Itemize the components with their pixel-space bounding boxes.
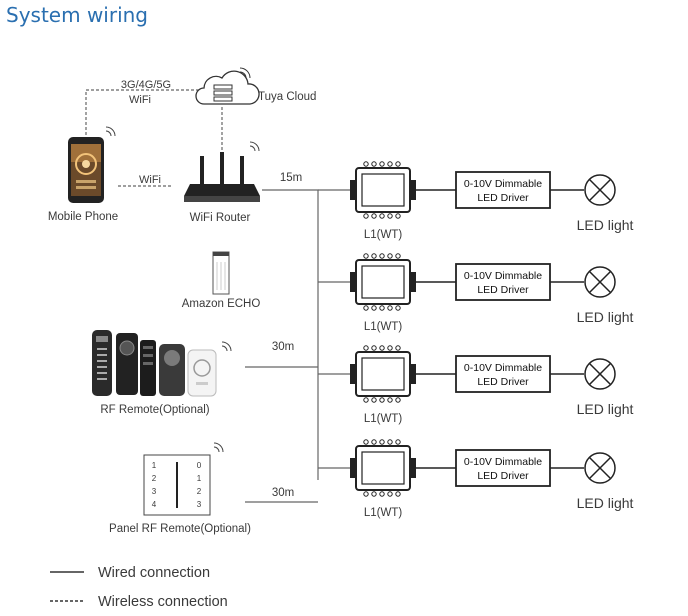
- led-driver-label-line2: LED Driver: [477, 284, 529, 296]
- panel-left-digit: 1: [152, 461, 157, 470]
- wifi-router-icon: [184, 141, 260, 202]
- cloud-icon: [195, 67, 260, 105]
- mobile-phone-label: Mobile Phone: [48, 211, 118, 223]
- led-driver-label-line2: LED Driver: [477, 192, 529, 204]
- led-light-label: LED light: [577, 401, 634, 417]
- controller-label: L1(WT): [364, 507, 403, 519]
- wired-bus: [262, 189, 319, 480]
- controller-label: L1(WT): [364, 413, 403, 425]
- led-driver-label-line1: 0-10V Dimmable: [464, 456, 542, 468]
- controller-icon: [350, 439, 416, 497]
- led-light-label: LED light: [577, 217, 634, 233]
- led-light-icon: [584, 358, 616, 390]
- controller-icon: [350, 253, 416, 311]
- led-driver-box: [455, 171, 551, 209]
- panel-right-digit: 0: [197, 461, 202, 470]
- panel-right-digit: 2: [197, 487, 202, 496]
- panel-left-digit: 2: [152, 474, 157, 483]
- led-driver-label-line2: LED Driver: [477, 376, 529, 388]
- led-light-icon: [584, 266, 616, 298]
- controller-label: L1(WT): [364, 321, 403, 333]
- panel-rf-remote-icon: [143, 442, 224, 516]
- phone-cloud-wireless-link: [85, 89, 208, 135]
- controller-label: L1(WT): [364, 229, 403, 241]
- rf-distance-label: 30m: [272, 341, 294, 353]
- controller-icon: [350, 345, 416, 403]
- led-driver-label-line1: 0-10V Dimmable: [464, 178, 542, 190]
- led-driver-label-line1: 0-10V Dimmable: [464, 270, 542, 282]
- wifi-router-label: WiFi Router: [190, 212, 251, 224]
- page-title: System wiring: [6, 3, 148, 27]
- amazon-echo-label: Amazon ECHO: [182, 298, 261, 310]
- led-driver-label-line2: LED Driver: [477, 470, 529, 482]
- led-driver-label-line1: 0-10V Dimmable: [464, 362, 542, 374]
- wifi-cloud-label: WiFi: [129, 94, 151, 106]
- panel-left-digit: 4: [152, 500, 157, 509]
- legend-wired-label: Wired connection: [98, 565, 210, 581]
- controller-icon: [350, 161, 416, 219]
- router-distance-label: 15m: [280, 172, 302, 184]
- rf-remote-label: RF Remote(Optional): [100, 404, 209, 416]
- led-light-icon: [584, 174, 616, 206]
- cloud-label: Tuya Cloud: [258, 91, 316, 103]
- led-light-icon: [584, 452, 616, 484]
- panel-distance-label: 30m: [272, 487, 294, 499]
- led-light-label: LED light: [577, 495, 634, 511]
- wifi-router-label: WiFi: [139, 174, 161, 186]
- panel-right-digit: 3: [197, 500, 202, 509]
- led-light-label: LED light: [577, 309, 634, 325]
- led-driver-box: [455, 449, 551, 487]
- cellular-label: 3G/4G/5G: [121, 79, 171, 91]
- panel-left-digit: 3: [152, 487, 157, 496]
- panel-right-digit: 1: [197, 474, 202, 483]
- led-driver-box: [455, 263, 551, 301]
- panel-rf-remote-label: Panel RF Remote(Optional): [109, 523, 251, 535]
- rf-remote-icon: [92, 330, 232, 397]
- legend-wireless-label: Wireless connection: [98, 594, 228, 610]
- amazon-echo-icon: [212, 251, 230, 295]
- mobile-phone-icon: [68, 126, 116, 203]
